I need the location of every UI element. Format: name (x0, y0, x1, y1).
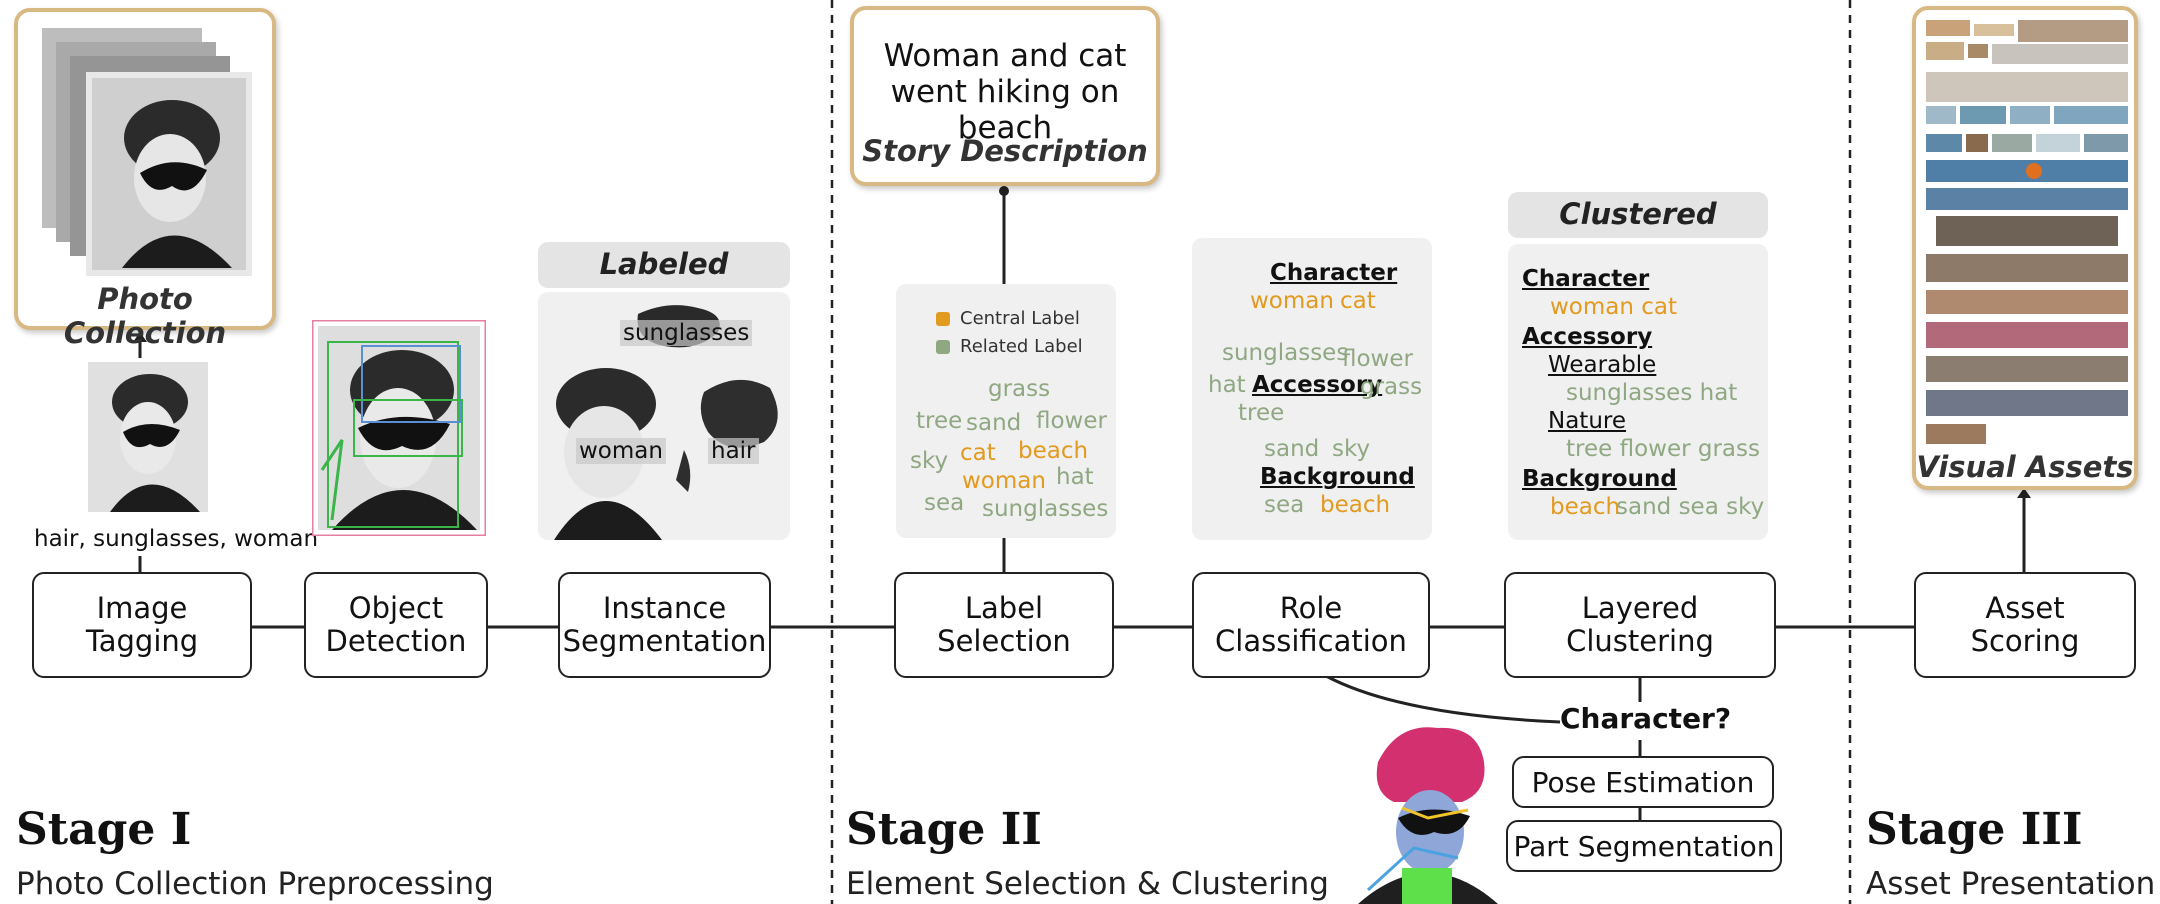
pose-figure (1358, 727, 1498, 904)
cluster-wearable-items: sunglasses hat (1566, 380, 1738, 406)
cluster-character-heading: Character (1522, 266, 1650, 292)
word-sunglasses: sunglasses (982, 496, 1109, 522)
role-character-heading: Character (1270, 260, 1398, 286)
story-label: Story Description (862, 134, 1148, 168)
stage-3-subtitle: Asset Presentation (1866, 866, 2156, 902)
visual-assets-callout: Visual Assets (1912, 6, 2138, 490)
central-legend-label: Central Label (960, 308, 1080, 329)
role-classification-box: Role Classification (1192, 572, 1430, 678)
character-decision: Character? (1560, 702, 1732, 735)
label-hair: hair (708, 438, 759, 464)
stage-2-subtitle: Element Selection & Clustering (846, 866, 1329, 902)
role-accessory-heading: Accessory (1252, 372, 1383, 398)
cluster-background-heading: Background (1522, 466, 1677, 492)
role-flower: flower (1342, 346, 1413, 372)
cluster-accessory-heading: Accessory (1522, 324, 1653, 350)
word-beach: beach (1018, 438, 1089, 464)
photo-stack-icon (42, 28, 252, 276)
role-hat: hat (1208, 372, 1246, 398)
word-hat: hat (1056, 464, 1094, 490)
asset-thumbnails (1926, 20, 2128, 444)
role-sand: sand (1264, 436, 1320, 462)
role-tree: tree (1238, 400, 1285, 426)
cluster-nature-items: tree flower grass (1566, 436, 1760, 462)
visual-assets-label: Visual Assets (1916, 450, 2134, 484)
stage-3-title: Stage III (1866, 804, 2083, 855)
portrait-photo (88, 362, 208, 512)
photo-collection-label: Photo Collection (63, 282, 227, 350)
cluster-character-items: woman cat (1550, 294, 1678, 320)
detection-photo (312, 320, 486, 536)
role-beach: beach (1320, 492, 1391, 518)
related-legend-label: Related Label (960, 336, 1083, 357)
word-sea: sea (924, 490, 965, 516)
stage-1-title: Stage I (16, 804, 192, 855)
image-tags-text: hair, sunglasses, woman (34, 526, 319, 552)
asset-scoring-box: Asset Scoring (1914, 572, 2136, 678)
story-description-callout: Woman and cat went hiking on beach Story… (850, 6, 1160, 186)
labeled-elements-title: Labeled Elements (538, 242, 790, 325)
role-grass: grass (1360, 374, 1423, 400)
role-woman: woman (1250, 288, 1334, 314)
label-sunglasses: sunglasses (620, 320, 753, 346)
cluster-wearable-heading: Wearable (1548, 352, 1657, 378)
word-tree: tree (916, 408, 963, 434)
stage-2-title: Stage II (846, 804, 1042, 855)
label-selection-panel: Central Label Related Label grass tree s… (896, 284, 1116, 538)
role-classification-panel: Character woman cat sunglasses flower ha… (1192, 238, 1432, 540)
clustered-elements-title: Clustered Elements (1508, 192, 1768, 275)
label-selection-box: Label Selection (894, 572, 1114, 678)
role-background-heading: Background (1260, 464, 1415, 490)
word-woman: woman (962, 468, 1046, 494)
labeled-elements-panel: sunglasses woman hair (538, 292, 790, 540)
part-segmentation-box: Part Segmentation (1506, 820, 1782, 872)
role-cat: cat (1340, 288, 1376, 314)
related-legend-swatch (936, 340, 950, 354)
central-legend-swatch (936, 312, 950, 326)
clustered-elements-panel: Character woman cat Accessory Wearable s… (1508, 244, 1768, 540)
cluster-background-items: sand sea sky (1616, 494, 1765, 520)
role-sky: sky (1332, 436, 1371, 462)
cluster-nature-heading: Nature (1548, 408, 1626, 434)
role-sea: sea (1264, 492, 1305, 518)
cluster-background-item-beach: beach (1550, 494, 1621, 520)
word-sand: sand (966, 410, 1022, 436)
image-tagging-box: Image Tagging (32, 572, 252, 678)
instance-segmentation-box: Instance Segmentation (558, 572, 771, 678)
stage-1-subtitle: Photo Collection Preprocessing (16, 866, 494, 902)
pose-estimation-box: Pose Estimation (1512, 756, 1774, 808)
role-sunglasses: sunglasses (1222, 340, 1349, 366)
layered-clustering-box: Layered Clustering (1504, 572, 1776, 678)
word-flower: flower (1036, 408, 1107, 434)
label-woman: woman (576, 438, 666, 464)
word-cat: cat (960, 440, 996, 466)
word-sky: sky (910, 448, 949, 474)
object-detection-box: Object Detection (304, 572, 488, 678)
story-text: Woman and cat went hiking on beach (883, 38, 1127, 146)
word-grass: grass (988, 376, 1051, 402)
photo-collection-callout: Photo Collection (14, 8, 276, 350)
